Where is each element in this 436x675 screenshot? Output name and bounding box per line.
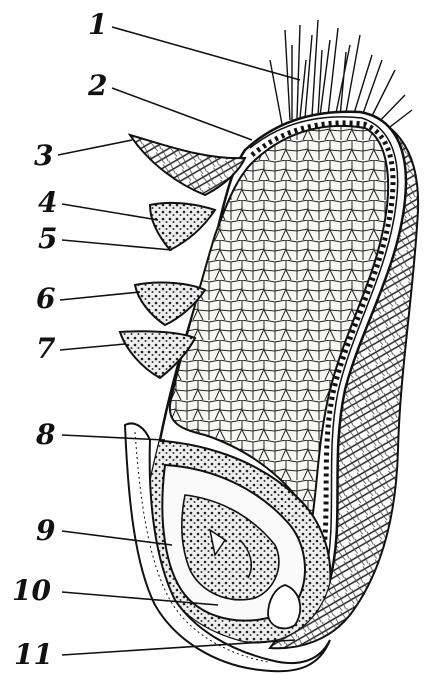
label-8: 8 (35, 418, 55, 451)
label-7: 7 (36, 332, 56, 365)
label-6: 6 (36, 282, 55, 315)
label-11: 11 (14, 638, 53, 671)
figure-labels: 1 2 3 4 5 6 7 8 9 10 11 (12, 8, 107, 671)
label-2: 2 (87, 69, 107, 102)
label-5: 5 (38, 222, 57, 255)
scale-leaf-4-shape (150, 203, 215, 250)
label-3: 3 (34, 139, 53, 172)
label-4: 4 (38, 186, 57, 219)
leader-line-1 (112, 27, 300, 80)
leader-line-7 (60, 344, 125, 350)
leader-line-11 (62, 640, 295, 655)
label-10: 10 (12, 574, 51, 607)
leader-line-2 (112, 88, 252, 140)
leader-line-5 (62, 240, 172, 250)
label-1: 1 (88, 8, 107, 41)
leader-line-6 (60, 292, 140, 300)
label-9: 9 (36, 514, 55, 547)
leader-line-3 (58, 140, 132, 155)
leader-line-4 (62, 204, 158, 220)
